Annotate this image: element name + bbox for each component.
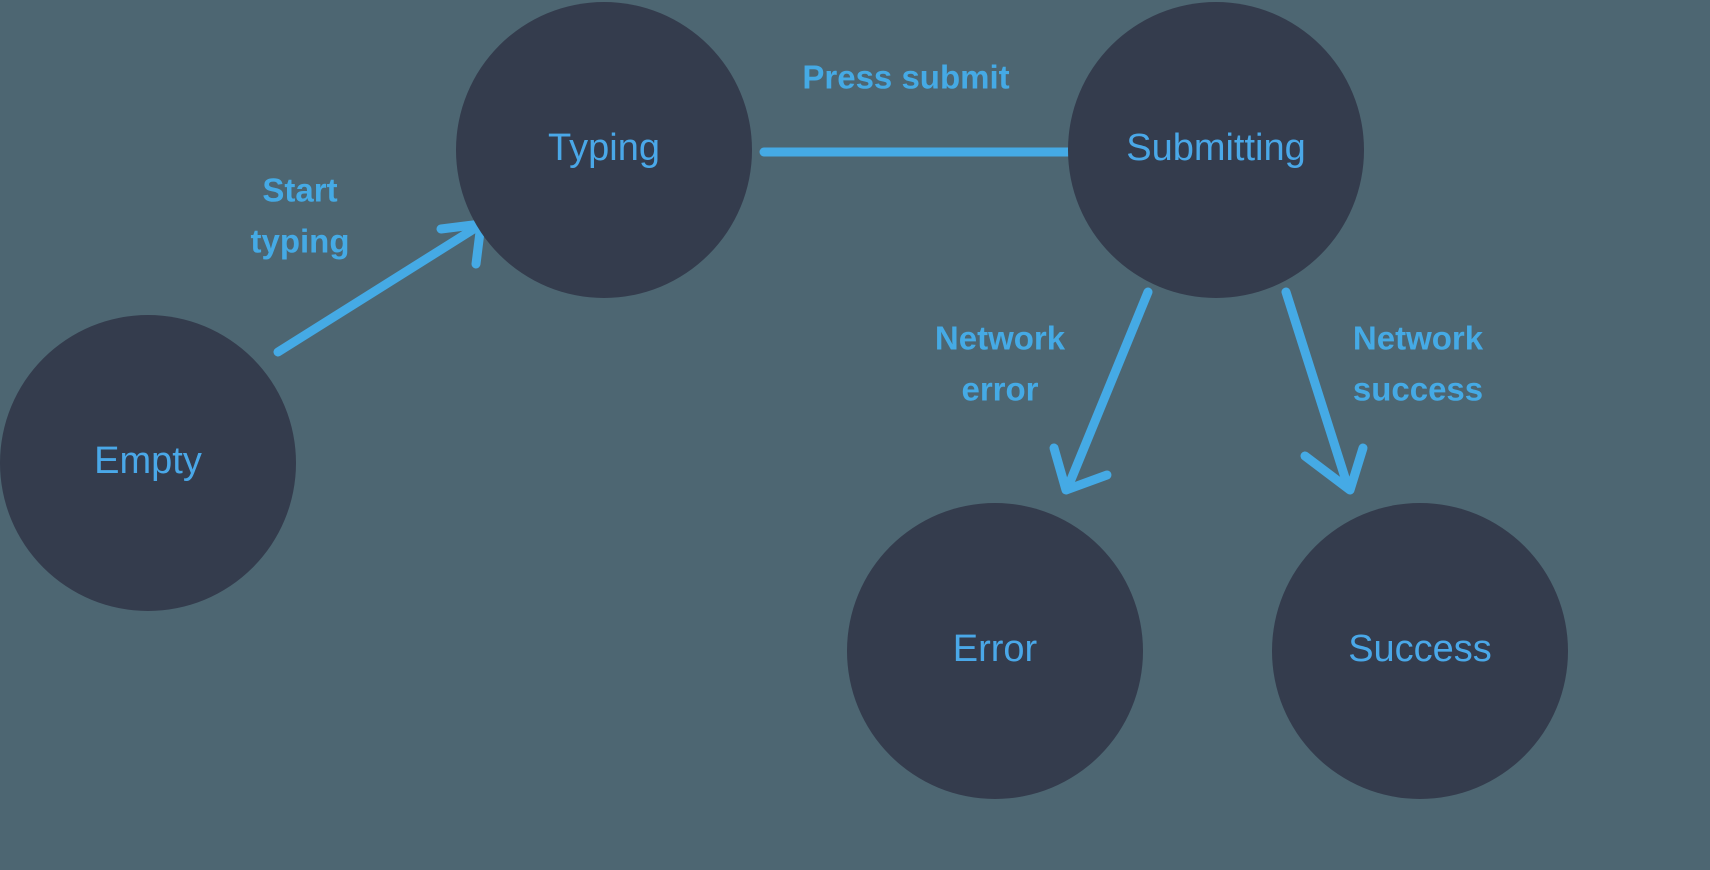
edge-submitting-to-error <box>1049 287 1153 495</box>
node-error-circle[interactable] <box>847 503 1143 799</box>
edge-submitting-to-success-arrowhead <box>1300 443 1368 495</box>
edge-submitting-to-error-line <box>1063 287 1153 492</box>
edge-label-network-error-line-1: Network <box>935 320 1066 357</box>
node-submitting-circle[interactable] <box>1068 2 1364 298</box>
edge-label-start-typing-line-1: Start <box>262 172 337 209</box>
edge-label-network-error-line-2: error <box>961 371 1038 408</box>
node-submitting[interactable]: Submitting <box>1068 2 1364 298</box>
edge-empty-to-typing-line <box>273 222 482 357</box>
node-error-label: Error <box>953 628 1038 670</box>
node-typing[interactable]: Typing <box>456 2 752 298</box>
edge-submitting-to-success <box>1281 287 1368 495</box>
node-success[interactable]: Success <box>1272 503 1568 799</box>
node-typing-label: Typing <box>548 127 660 169</box>
edge-label-network-success-line-2: success <box>1353 371 1483 408</box>
edge-label-network-success: Network success <box>1353 320 1484 408</box>
edge-label-network-error: Network error <box>935 320 1066 408</box>
edge-submitting-to-success-line <box>1281 287 1353 492</box>
node-submitting-label: Submitting <box>1126 127 1306 169</box>
edge-label-network-success-line-1: Network <box>1353 320 1484 357</box>
node-empty[interactable]: Empty <box>0 315 296 611</box>
edge-label-press-submit: Press submit <box>802 59 1009 96</box>
edge-label-start-typing: Start typing <box>251 172 350 260</box>
node-typing-circle[interactable] <box>456 2 752 298</box>
node-empty-label: Empty <box>94 440 202 482</box>
edge-label-press-submit-line-1: Press submit <box>802 59 1009 96</box>
edge-label-start-typing-line-2: typing <box>251 223 350 260</box>
node-success-circle[interactable] <box>1272 503 1568 799</box>
node-empty-circle[interactable] <box>0 315 296 611</box>
node-success-label: Success <box>1348 628 1492 670</box>
node-error[interactable]: Error <box>847 503 1143 799</box>
edge-submitting-to-error-arrowhead <box>1049 443 1112 495</box>
